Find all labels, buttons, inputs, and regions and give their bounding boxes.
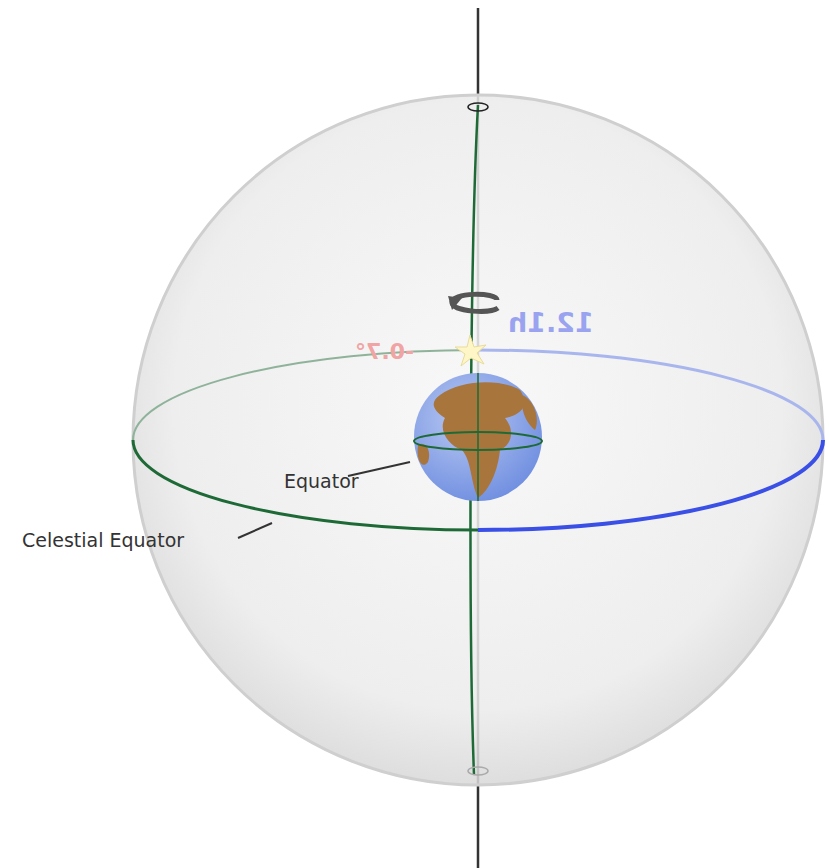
continent-asia [522,395,537,430]
celestial-equator-front [133,440,478,530]
south-pole-ring [468,767,488,775]
equator-label: Equator [284,471,359,492]
declination-label: -0.7° [355,340,414,364]
rotation-arrow [452,294,498,311]
continent-africa-europe [434,382,525,498]
north-pole-ring [468,103,488,111]
earth-meridian [477,373,479,501]
celestial-equator-label: Celestial Equator [22,530,184,551]
earth [414,373,542,501]
celestial-sphere [133,95,823,785]
star-marker [455,335,486,366]
hour-angle-label: 12.1h [508,308,594,338]
leader-line [238,523,272,538]
rotation-arrowhead [448,296,462,310]
celestial-equator-front-arc [478,440,823,530]
